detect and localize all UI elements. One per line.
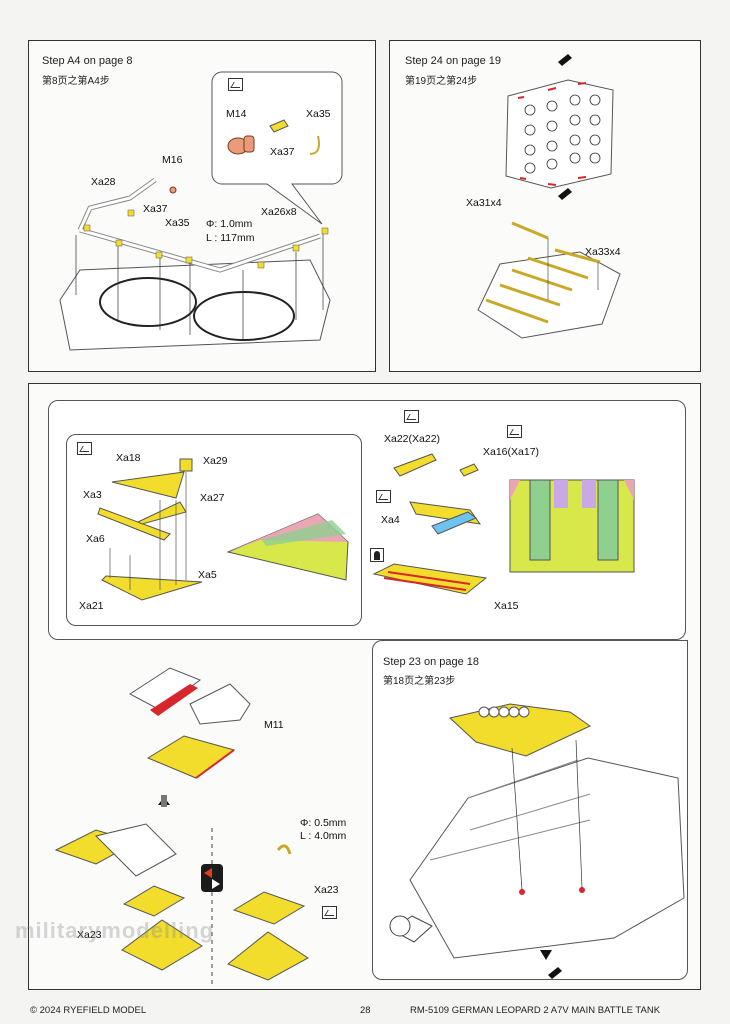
step-24-title: Step 24 on page 19 (405, 55, 502, 67)
label-m11: M11 (264, 719, 284, 731)
step-23-title: Step 23 on page 18 (383, 656, 480, 668)
label-xa31: Xa31x4 (466, 197, 502, 209)
label-diameter-small: Φ: 0.5mm (300, 817, 347, 829)
footer-copyright: © 2024 RYEFIELD MODEL (30, 1005, 147, 1016)
label-xa18: Xa18 (116, 452, 141, 464)
label-xa15: Xa15 (494, 600, 519, 612)
bend-icon-xa15 (370, 548, 384, 562)
label-xa29: Xa29 (203, 455, 228, 467)
note-icon-xa23 (322, 906, 337, 919)
label-xa23-left: Xa23 (77, 929, 102, 941)
label-m14: M14 (226, 108, 247, 120)
label-xa35-top: Xa35 (306, 108, 331, 120)
panel-step-a4 (28, 40, 376, 372)
label-m16: M16 (162, 154, 183, 166)
label-xa5: Xa5 (198, 569, 217, 581)
label-xa35: Xa35 (165, 217, 190, 229)
label-diameter: Φ: 1.0mm (206, 218, 253, 230)
label-xa33: Xa33x4 (585, 246, 621, 258)
callout-note-icon (228, 78, 243, 91)
label-xa23-right: Xa23 (314, 884, 339, 896)
label-xa27: Xa27 (200, 492, 225, 504)
subpanel-step-23 (372, 640, 688, 980)
step-a4-title: Step A4 on page 8 (42, 55, 133, 67)
label-xa37: Xa37 (143, 203, 168, 215)
label-xa28: Xa28 (91, 176, 116, 188)
panel-step-24 (389, 40, 701, 372)
label-xa4: Xa4 (381, 514, 400, 526)
note-icon-xa22 (404, 410, 419, 423)
label-xa16: Xa16(Xa17) (483, 446, 540, 458)
label-xa6: Xa6 (86, 533, 105, 545)
step-24-subtitle: 第19页之第24步 (405, 76, 478, 87)
footer-product-name: RM-5109 GERMAN LEOPARD 2 A7V MAIN BATTLE… (410, 1005, 661, 1016)
note-icon-xa4 (376, 490, 391, 503)
flip-view-icon (201, 864, 223, 892)
label-xa26: Xa26x8 (261, 206, 297, 218)
label-length: L : 117mm (206, 232, 255, 244)
note-icon-xa16 (507, 425, 522, 438)
label-xa22: Xa22(Xa22) (384, 433, 441, 445)
label-length-small: L : 4.0mm (300, 830, 347, 842)
label-xa21: Xa21 (79, 600, 104, 612)
label-xa37-top: Xa37 (270, 146, 295, 158)
step-a4-subtitle: 第8页之第A4步 (42, 76, 110, 87)
step-23-subtitle: 第18页之第23步 (383, 676, 456, 687)
watermark-logo: militarymodelling (15, 918, 215, 943)
note-icon-left (77, 442, 92, 455)
footer-page-number: 28 (360, 1005, 371, 1016)
label-xa3: Xa3 (83, 489, 102, 501)
